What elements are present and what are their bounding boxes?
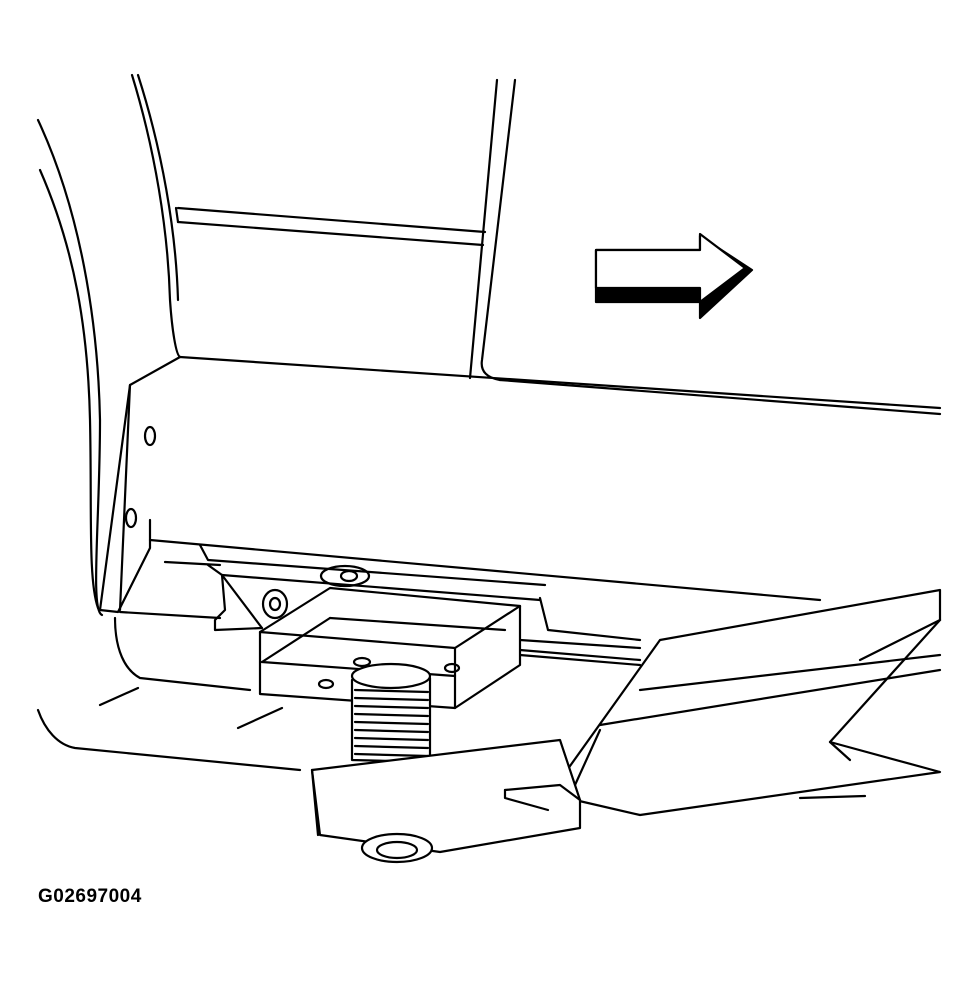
lower-body-contour — [38, 618, 865, 798]
arrow-right-icon — [596, 234, 752, 318]
door-trim-band — [176, 208, 485, 245]
lift-pad — [260, 588, 520, 708]
jack-arm — [560, 590, 940, 815]
figure-id-label: G02697004 — [38, 886, 142, 907]
jack-saddle-base — [312, 740, 580, 862]
pinch-weld — [208, 565, 640, 665]
fender-edge — [132, 75, 180, 357]
flange-hole-upper — [145, 427, 155, 445]
jack-screw — [352, 664, 430, 762]
bolt-head — [263, 566, 369, 618]
wheel-opening — [38, 120, 102, 615]
rocker-panel — [100, 357, 940, 618]
door-pillar — [470, 80, 515, 380]
flange-hole-lower — [126, 509, 136, 527]
